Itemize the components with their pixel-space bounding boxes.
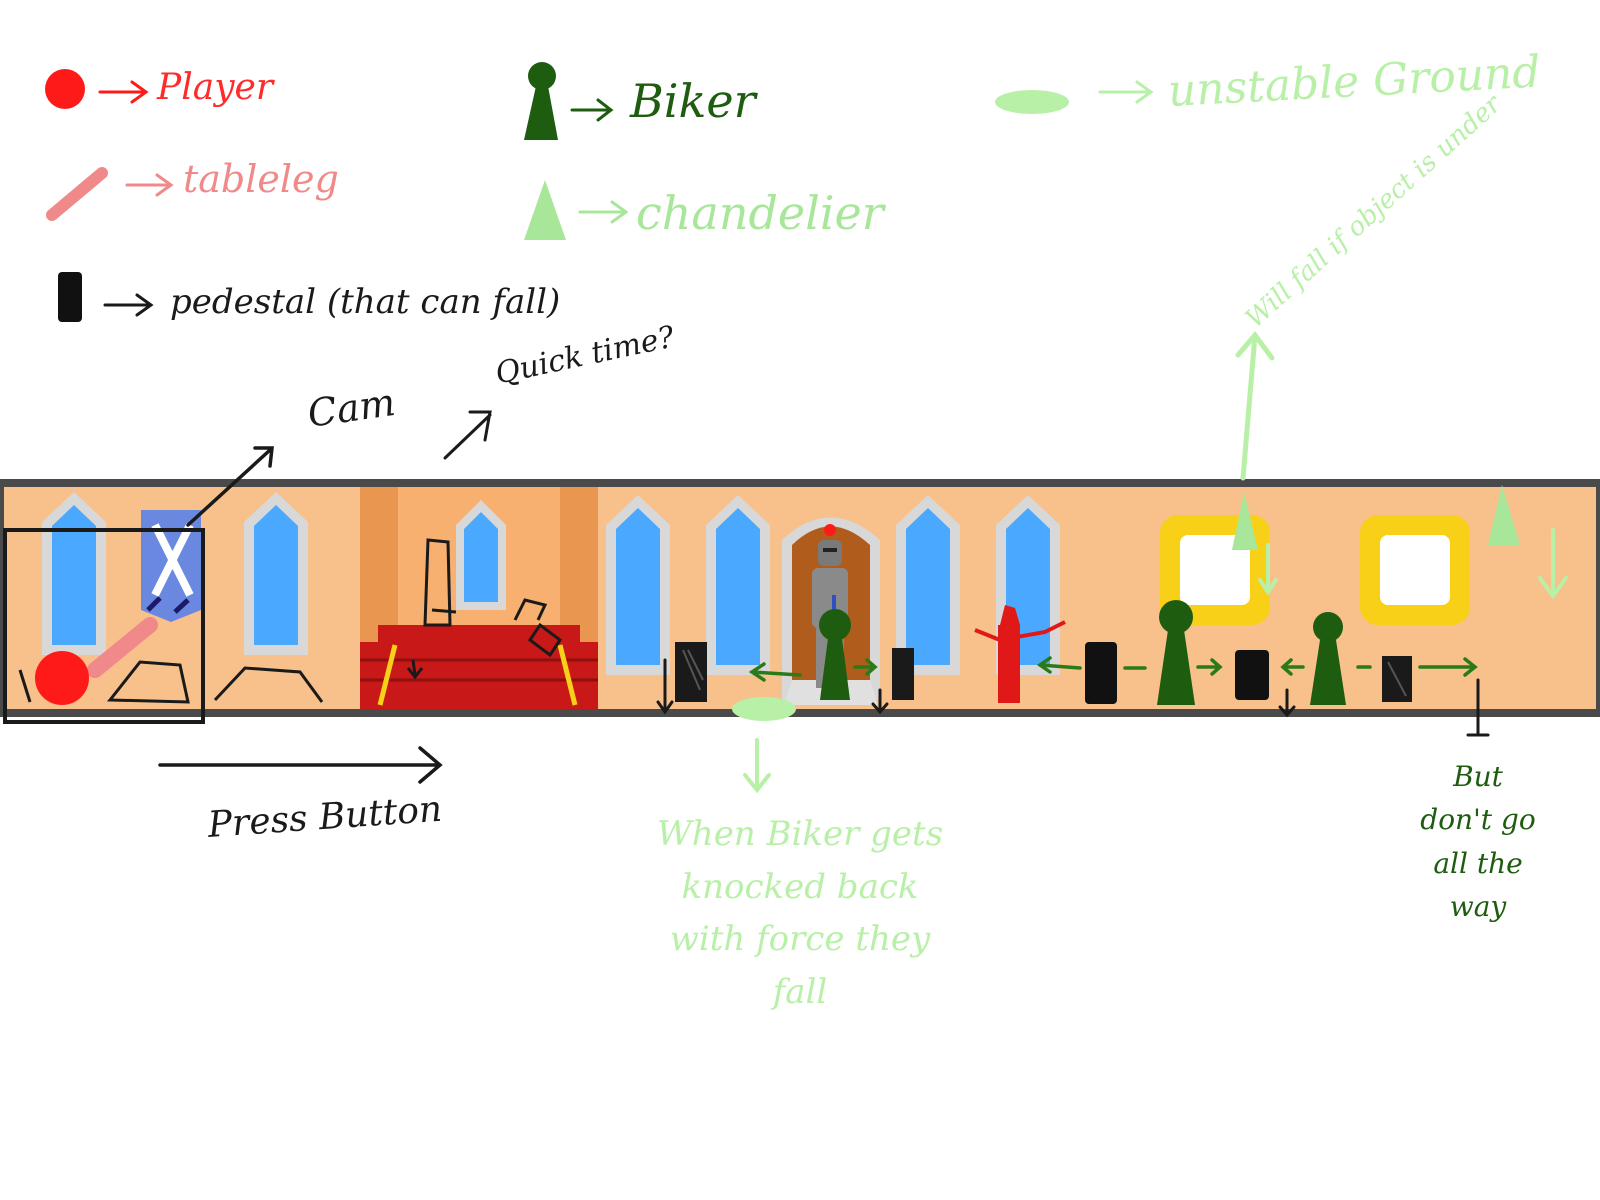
legend-player-label: Player [157,67,274,108]
scene-chandeliers [1232,485,1520,550]
unstable-ground-arrow [743,738,771,794]
window [896,495,960,675]
chandelier-fall-arrow [1258,543,1278,596]
banner [141,510,201,622]
legend-table-leg-label: tableleg [183,157,339,201]
chandelier-fall-arrow [1538,528,1568,600]
window [244,492,308,655]
black-pedestal-icon [58,272,82,322]
red-circle-icon [45,69,85,109]
legend-chandelier-label: chandelier [636,186,884,240]
legend-arrows [98,80,1154,317]
green-oval-icon [995,90,1069,114]
cam-pointer [186,446,274,527]
throne-stairs [360,538,598,709]
red-object [974,605,1066,703]
legend-pedestal-label: pedestal (that can fall) [170,282,561,322]
biker-knockback-note: When Biker gets knocked back with force … [656,814,944,1013]
pedestal [1235,650,1269,700]
green-pawn-icon [524,62,558,140]
will-fall-arrow [1235,330,1275,481]
fall-arrows [656,658,1490,737]
scene-player [35,617,158,705]
quick-time-pointer [443,410,492,460]
dont-go-all-the-way-note: But don't go all the way [1420,760,1536,924]
pedestal [1085,642,1117,704]
window [456,500,506,610]
window [606,495,670,675]
scene-bikers [819,600,1346,705]
pedestal [675,642,707,702]
camera-frame [3,528,205,724]
pink-stroke-icon [46,167,108,221]
windows [42,492,1060,675]
window [706,495,770,675]
pedestal [892,648,914,700]
press-button-arrow [158,746,443,784]
green-triangle-icon [524,180,566,240]
scene-unstable-ground [732,697,796,721]
legend-icons [45,62,1069,322]
cam-label: Cam [304,379,398,436]
rubble [18,660,324,704]
legend-biker-label: Biker [630,74,756,128]
movement-arrows [748,656,1478,682]
pedestals [675,642,1412,704]
window [42,492,106,655]
